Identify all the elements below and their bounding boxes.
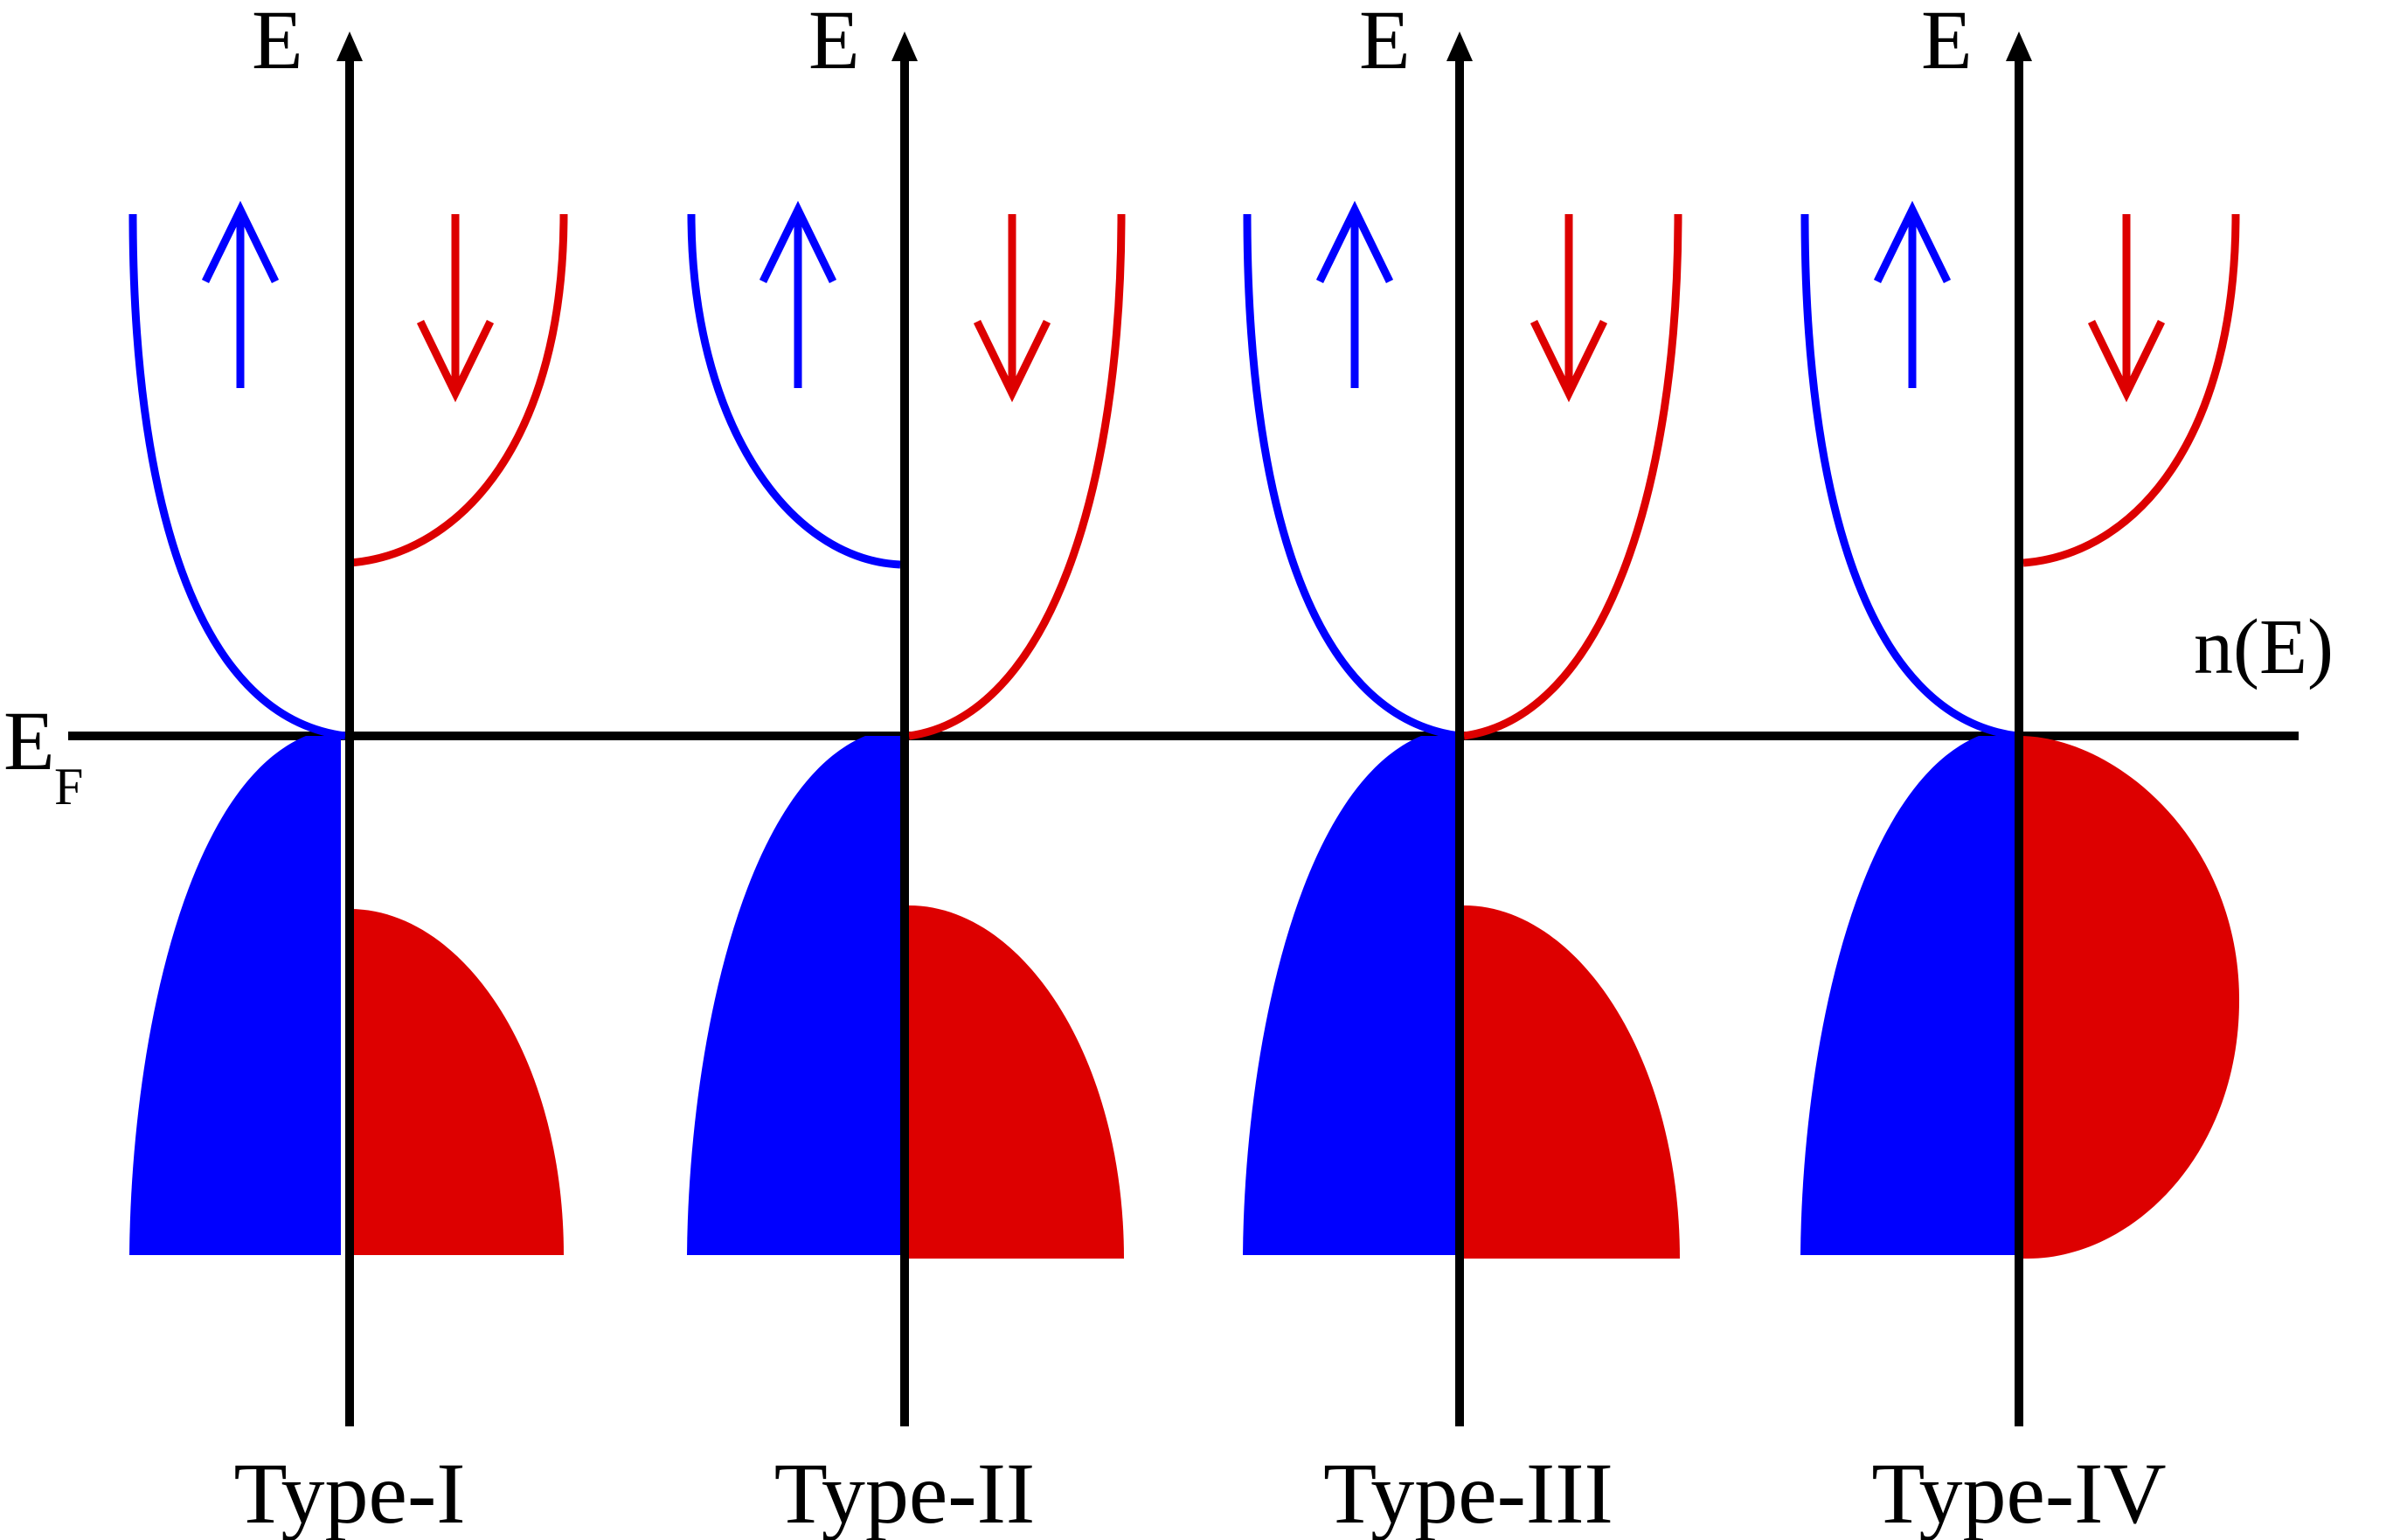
spin-down-occupied-dos bbox=[1464, 905, 1680, 1259]
panel-type-ii: E Type-II bbox=[687, 0, 1126, 1540]
energy-axis-arrowhead-icon bbox=[1446, 31, 1473, 61]
spin-up-arrow-icon bbox=[759, 200, 837, 388]
energy-axis-label: E bbox=[1921, 0, 1973, 87]
spin-up-arrow-icon bbox=[1315, 200, 1394, 388]
spin-down-arrow-icon bbox=[1530, 214, 1608, 403]
spin-up-occupied-dos bbox=[1800, 736, 2015, 1255]
energy-axis-label: E bbox=[1359, 0, 1411, 87]
spin-up-arrow-icon bbox=[1873, 200, 1952, 388]
panel-type-iii: E Type-III bbox=[1243, 0, 1682, 1540]
energy-axis-arrowhead-icon bbox=[336, 31, 363, 61]
energy-axis-arrowhead-icon bbox=[2006, 31, 2032, 61]
dos-axis-label: n(E) bbox=[2194, 604, 2334, 690]
spin-down-unoccupied-dos bbox=[349, 213, 568, 567]
spin-up-occupied-dos bbox=[1243, 736, 1455, 1255]
spin-down-occupied-dos bbox=[909, 905, 1124, 1259]
spin-up-unoccupied-dos bbox=[128, 213, 346, 740]
energy-axis-arrowhead-icon bbox=[891, 31, 918, 61]
spin-up-unoccupied-dos bbox=[1243, 213, 1460, 740]
panel-type-iv: E Type-IV bbox=[1800, 0, 2240, 1540]
type-label: Type-IV bbox=[1871, 1445, 2166, 1540]
spin-up-unoccupied-dos bbox=[687, 213, 901, 569]
spin-down-occupied-dos bbox=[350, 909, 564, 1255]
type-label: Type-II bbox=[774, 1445, 1035, 1540]
spin-up-arrow-icon bbox=[201, 200, 280, 388]
energy-axis-label: E bbox=[808, 0, 860, 87]
energy-axis-label: E bbox=[252, 0, 303, 87]
spin-up-occupied-dos bbox=[687, 736, 900, 1255]
fermi-level-subscript: F bbox=[54, 758, 83, 815]
type-label: Type-III bbox=[1323, 1445, 1613, 1540]
type-label: Type-I bbox=[233, 1445, 465, 1540]
spin-up-occupied-dos bbox=[129, 736, 341, 1255]
spin-down-unoccupied-dos bbox=[908, 213, 1126, 740]
spin-down-unoccupied-dos bbox=[2022, 213, 2240, 567]
fermi-level-label: E bbox=[3, 694, 55, 787]
spin-down-arrow-icon bbox=[973, 214, 1051, 403]
spin-down-arrow-icon bbox=[416, 214, 495, 403]
spin-down-arrow-icon bbox=[2087, 214, 2166, 403]
spin-down-unoccupied-dos bbox=[1463, 213, 1682, 740]
panel-type-i: E Type-I bbox=[128, 0, 568, 1540]
spin-up-unoccupied-dos bbox=[1800, 213, 2018, 740]
spin-down-occupied-dos bbox=[2019, 736, 2240, 1259]
